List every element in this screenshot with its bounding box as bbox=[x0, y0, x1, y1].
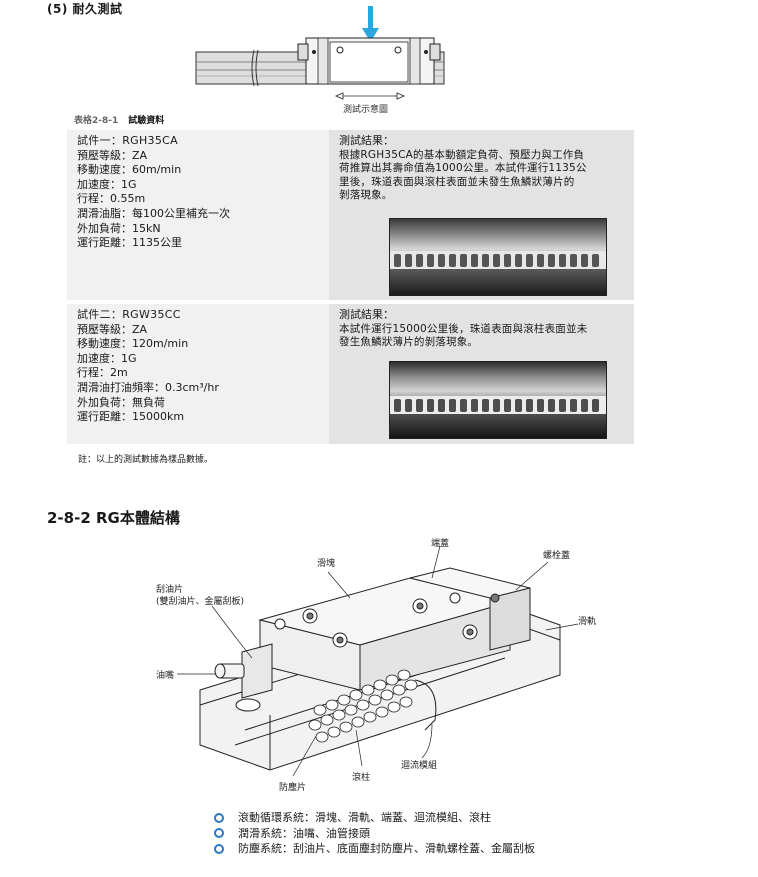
test-diagram-caption: 測試示意圖 bbox=[343, 105, 389, 115]
label-end-cap: 端蓋 bbox=[431, 539, 450, 549]
spec-line: 加速度：1G bbox=[77, 177, 137, 191]
label-rail: 滑軌 bbox=[578, 617, 597, 627]
table-note: 註：以上的測試數據為樣品數據。 bbox=[78, 455, 214, 465]
result-line: 荷推算出其壽命值為1000公里。本試件運行1135公 bbox=[339, 162, 587, 175]
label-roller: 滾柱 bbox=[352, 773, 371, 783]
section-title: (5) 耐久測試 bbox=[47, 2, 123, 16]
end-cap-shape bbox=[409, 567, 531, 651]
spec-line: 外加負荷：無負荷 bbox=[77, 395, 165, 409]
spec-line: 潤滑油打油頻率：0.3cm³/hr bbox=[77, 380, 219, 394]
stroke-arrow-icon bbox=[334, 92, 406, 100]
rg-structure-drawing bbox=[177, 545, 579, 777]
grease-nipple-shape bbox=[214, 663, 245, 679]
label-scraper: 刮油片 bbox=[156, 585, 184, 595]
spec-line: 潤滑油脂：每100公里補充一次 bbox=[77, 206, 230, 220]
block-shape bbox=[258, 577, 512, 691]
test-specimen-1-specs: 試件一：RGH35CA 預壓等級：ZA 移動速度：60m/min 加速度：1G … bbox=[67, 130, 329, 300]
spec-line: 行程：2m bbox=[77, 366, 128, 380]
raceway-photo-2 bbox=[389, 361, 607, 439]
spec-line: 預壓等級：ZA bbox=[77, 322, 148, 336]
list-item-text: 潤滑系統：油嘴、油管接頭 bbox=[238, 826, 370, 840]
structure-title: 2-8-2 RG本體結構 bbox=[47, 509, 180, 527]
bullet-icon bbox=[214, 812, 224, 823]
label-block: 滑塊 bbox=[317, 559, 336, 569]
label-dust-seal: 防塵片 bbox=[279, 783, 307, 793]
raceway-photo-1 bbox=[389, 218, 607, 296]
spec-line: 運行距離：1135公里 bbox=[77, 236, 182, 250]
spec-line: 試件二：RGW35CC bbox=[77, 308, 181, 321]
label-grease-nipple: 油嘴 bbox=[156, 671, 175, 681]
table-caption: 表格2-8-1 試驗資料 bbox=[74, 113, 164, 126]
test-diagram bbox=[195, 6, 445, 100]
spec-line: 行程：0.55m bbox=[77, 192, 146, 206]
spec-line: 加速度：1G bbox=[77, 351, 137, 365]
result-title: 測試結果： bbox=[339, 134, 394, 147]
list-item: 滾動循環系統：滑塊、滑軌、端蓋、迴流模組、滾柱 bbox=[214, 810, 535, 826]
result-line: 剝落現象。 bbox=[339, 189, 393, 202]
result-line: 發生魚鱗狀薄片的剝落現象。 bbox=[339, 336, 479, 349]
test-specimen-2-specs: 試件二：RGW35CC 預壓等級：ZA 移動速度：120m/min 加速度：1G… bbox=[67, 304, 329, 444]
label-scraper-sub: (雙刮油片、金屬刮板) bbox=[156, 597, 245, 607]
list-item-text: 防塵系統：刮油片、底面塵封防塵片、滑軌螺栓蓋、金屬刮板 bbox=[238, 842, 535, 855]
result-line: 本試件運行15000公里後，珠道表面與滾柱表面並未 bbox=[339, 322, 588, 335]
result-line: 根據RGH35CA的基本動額定負荷、預壓力與工作負 bbox=[339, 148, 585, 161]
list-item: 潤滑系統：油嘴、油管接頭 bbox=[214, 826, 535, 842]
spec-line: 試件一：RGH35CA bbox=[77, 134, 178, 147]
label-bolt-cap: 螺栓蓋 bbox=[543, 551, 571, 561]
table-caption-title: 試驗資料 bbox=[128, 116, 165, 126]
system-list: 滾動循環系統：滑塊、滑軌、端蓋、迴流模組、滾柱 潤滑系統：油嘴、油管接頭 防塵系… bbox=[214, 810, 535, 857]
spec-line: 外加負荷：15kN bbox=[77, 221, 161, 235]
load-arrow-icon bbox=[362, 6, 379, 42]
result-line: 里後，珠道表面與滾柱表面並未發生魚鱗狀薄片的 bbox=[339, 175, 575, 188]
table-caption-number: 表格2-8-1 bbox=[74, 116, 119, 126]
rollers-shape bbox=[308, 669, 418, 743]
result-title: 測試結果： bbox=[339, 308, 394, 321]
bullet-icon bbox=[214, 828, 224, 839]
spec-line: 移動速度：60m/min bbox=[77, 163, 182, 177]
spec-line: 預壓等級：ZA bbox=[77, 148, 148, 162]
bullet-icon bbox=[214, 843, 224, 854]
list-item-text: 滾動循環系統：滑塊、滑軌、端蓋、迴流模組、滾柱 bbox=[238, 811, 491, 824]
label-recirculation: 迴流模組 bbox=[401, 761, 438, 771]
list-item: 防塵系統：刮油片、底面塵封防塵片、滑軌螺栓蓋、金屬刮板 bbox=[214, 841, 535, 857]
spec-line: 移動速度：120m/min bbox=[77, 337, 189, 351]
spec-line: 運行距離：15000km bbox=[77, 410, 185, 424]
